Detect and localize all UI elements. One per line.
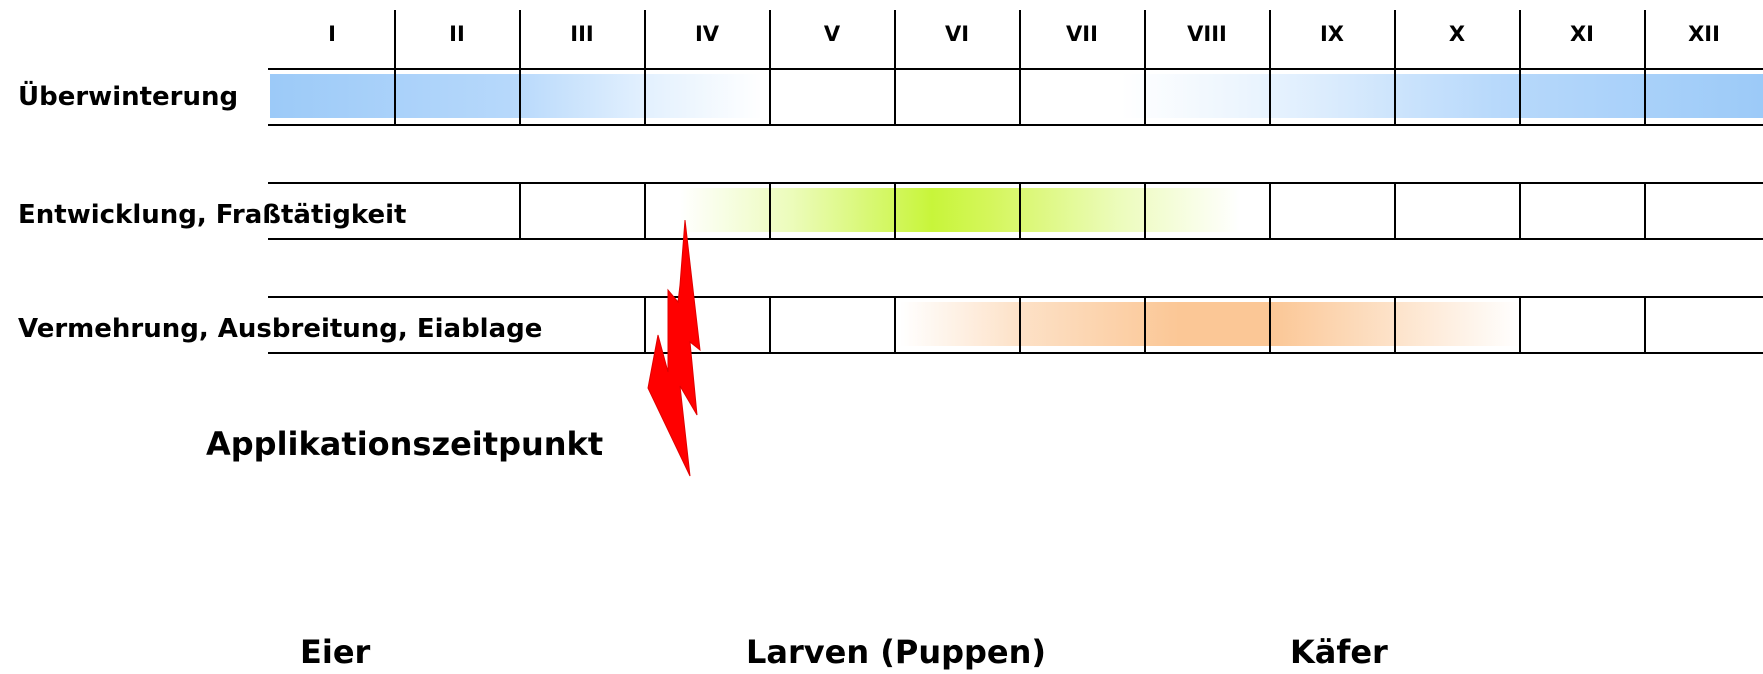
month-label-7: VII <box>1066 22 1098 46</box>
grid-line-row1-bottom <box>268 124 1763 126</box>
grid-line-row2-top <box>268 182 1763 184</box>
stage-label-beetles: Käfer <box>1290 633 1388 671</box>
application-time-label: Applikationszeitpunkt <box>206 425 604 463</box>
reproduction-band <box>900 302 1520 346</box>
development-band <box>680 188 1240 232</box>
stage-label-larvae: Larven (Puppen) <box>746 633 1047 671</box>
month-label-8: VIII <box>1187 22 1227 46</box>
grid-line-row3-top <box>268 296 1763 298</box>
row-label-overwintering: Überwinterung <box>18 82 239 112</box>
month-label-10: X <box>1448 22 1466 46</box>
month-label-11: XI <box>1569 22 1594 46</box>
row-label-reproduction: Vermehrung, Ausbreitung, Eiablage <box>18 314 543 344</box>
month-label-3: III <box>570 22 594 46</box>
overwintering-band <box>270 74 1763 118</box>
stage-label-eggs: Eier <box>300 633 371 671</box>
month-label-5: V <box>823 22 841 46</box>
month-label-1: I <box>328 22 336 46</box>
grid-line-row2-bottom <box>268 238 1763 240</box>
grid-line-header <box>268 68 1763 70</box>
grid-line-row3-bottom <box>268 352 1763 354</box>
month-label-4: IV <box>694 22 720 46</box>
month-label-12: XII <box>1688 22 1720 46</box>
row-label-development: Entwicklung, Fraßtätigkeit <box>18 200 407 230</box>
month-label-2: II <box>449 22 465 46</box>
month-label-6: VI <box>944 22 970 46</box>
month-label-9: IX <box>1319 22 1344 46</box>
